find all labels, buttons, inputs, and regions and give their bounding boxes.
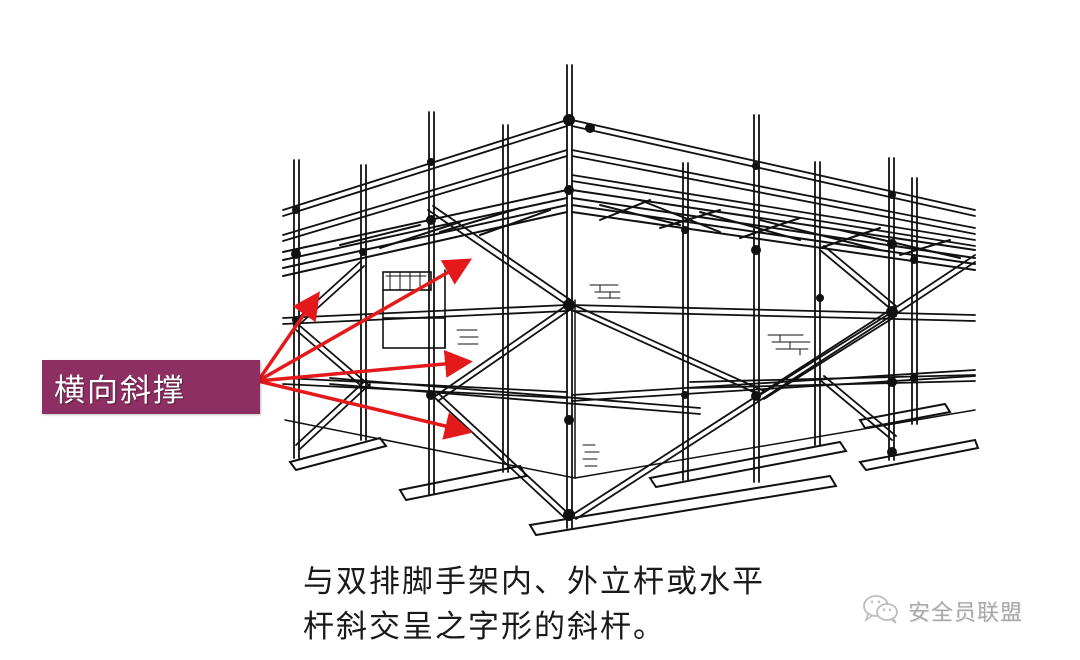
couplers — [291, 114, 918, 521]
arrow-2 — [256, 258, 473, 383]
working-deck — [282, 189, 976, 277]
brick-marks — [456, 284, 811, 467]
guard-rails — [282, 119, 976, 247]
label-text: 横向斜撑 — [54, 372, 186, 409]
arrow-1 — [256, 291, 320, 383]
wall-window — [382, 269, 446, 349]
diagonal-braces — [295, 205, 976, 521]
arrow-3 — [256, 349, 473, 383]
caption-line-1: 与双排脚手架内、外立杆或水平 — [303, 564, 765, 600]
scaffold-structure — [282, 64, 980, 537]
watermark-text: 安全员联盟 — [908, 601, 1024, 626]
wechat-icon — [862, 594, 900, 628]
building-wall — [284, 299, 976, 479]
caption: 与双排脚手架内、外立杆或水平 杆斜交呈之字形的斜杆。 — [303, 560, 863, 650]
label-box: 横向斜撑 — [42, 360, 260, 414]
base-boards — [288, 402, 980, 537]
pointer-arrows — [256, 258, 473, 440]
caption-line-2: 杆斜交呈之字形的斜杆。 — [303, 609, 666, 645]
watermark: 安全员联盟 — [862, 594, 1023, 628]
ledgers — [282, 304, 976, 415]
arrow-4 — [256, 379, 473, 440]
